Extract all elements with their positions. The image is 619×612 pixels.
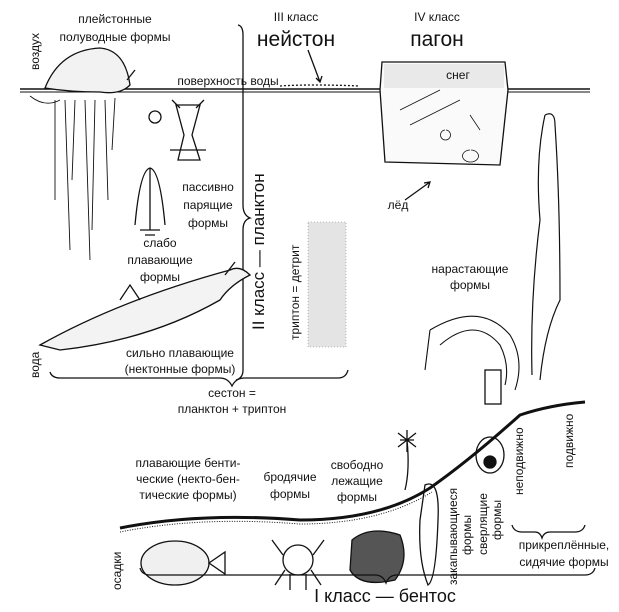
kelp-drawing — [424, 315, 520, 391]
strong-swimming-label-1: сильно плавающие — [126, 346, 234, 360]
mobile-label: подвижно — [562, 413, 576, 468]
burrowing-label-2: формы — [460, 514, 474, 555]
immobile-label: неподвижно — [512, 427, 526, 495]
hydroid-drawing — [397, 430, 417, 491]
snow-label: снег — [446, 68, 470, 82]
wandering-label-1: бродячие — [263, 470, 317, 484]
pleuston-label-2: полуводные формы — [59, 30, 171, 44]
sea-floor-line — [119, 400, 586, 530]
boring-label-2: формы — [490, 499, 504, 540]
pleuston-label-1: плейстонные — [78, 12, 152, 26]
sediments-label: осадки — [110, 551, 124, 590]
pagon-label: пагон — [410, 28, 464, 51]
passive-label-3: формы — [187, 216, 229, 230]
nektobenthic-label-2: ческие (некто-бен- — [136, 472, 240, 486]
free-lying-label-2: лежащие — [331, 474, 383, 488]
weak-swimming-label-3: формы — [139, 270, 181, 284]
larva-drawing — [134, 167, 166, 236]
attached-label-2: сидячие формы — [519, 555, 609, 569]
plankton-label: II класс — планктон — [249, 173, 268, 330]
water-surface-label: поверхность воды — [177, 74, 279, 88]
benthos-label: I класс — бентос — [314, 586, 456, 606]
seston-label-1: сестон = — [208, 386, 256, 400]
benthos-bracket — [139, 567, 596, 585]
nektobenthic-label-1: плавающие бенти- — [135, 456, 241, 470]
ice-label: лёд — [387, 198, 409, 212]
seston-bracket — [49, 369, 349, 388]
weak-swimming-label-2: плавающие — [127, 253, 193, 267]
copepod-drawing — [170, 99, 206, 161]
growing-label-1: нарастающие — [431, 262, 509, 276]
crab-drawing — [282, 544, 314, 576]
burrowing-tube-drawing — [419, 483, 439, 586]
free-lying-label-1: свободно — [330, 458, 384, 472]
physalia-drawing — [44, 47, 131, 94]
neuston-label: нейстон — [256, 28, 336, 51]
passive-label-2: парящие — [183, 198, 233, 212]
growing-label-2: формы — [449, 278, 491, 292]
strong-swimming-label-2: (нектонные формы) — [124, 362, 236, 376]
plankton-cell-drawing — [148, 110, 162, 124]
boring-label-1: сверлящие — [476, 493, 490, 555]
seaweed-drawing — [531, 113, 561, 381]
tripton-label: триптон = детрит — [288, 244, 302, 340]
mollusc-drawing — [349, 530, 405, 584]
air-label: воздух — [28, 32, 42, 70]
weak-swimming-label-1: слабо — [143, 236, 177, 250]
boring-shell-drawing — [475, 436, 505, 474]
class4-label: IV класс — [414, 10, 460, 24]
plankton-bracket — [235, 24, 252, 381]
class3-label: III класс — [273, 10, 319, 24]
nektobenthic-label-3: тические формы) — [139, 488, 237, 502]
detritus-column — [307, 221, 347, 348]
wandering-label-2: формы — [269, 487, 311, 501]
seston-label-2: планктон + триптон — [177, 402, 287, 416]
burrowing-label-1: закапывающиеся — [446, 487, 460, 585]
passive-label-1: пассивно — [182, 180, 234, 194]
free-lying-label-3: формы — [336, 490, 378, 504]
shark-drawing — [38, 267, 252, 351]
flatfish-drawing — [140, 540, 210, 586]
attached-label-1: прикреплённые, — [518, 538, 610, 552]
water-label: вода — [28, 351, 42, 378]
